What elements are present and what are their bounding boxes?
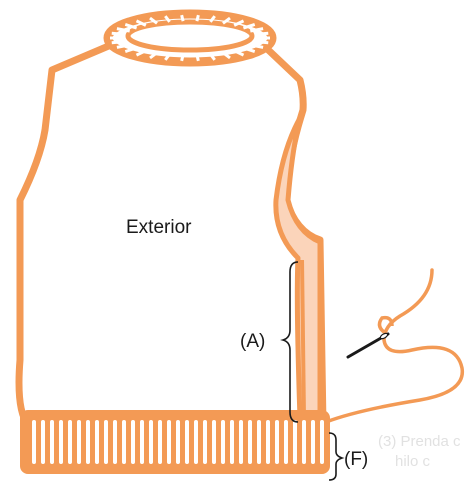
collar-rib bbox=[255, 33, 269, 34]
hem-rib bbox=[239, 420, 243, 464]
sewing-needle-icon bbox=[326, 270, 462, 422]
hem-rib bbox=[302, 420, 306, 464]
ribbing-brace bbox=[329, 433, 342, 480]
hem-rib bbox=[257, 420, 261, 464]
seam-label: (A) bbox=[240, 331, 265, 352]
hem-ribbing bbox=[22, 412, 328, 472]
bleed-text-1: (3) Prenda c bbox=[378, 433, 461, 450]
hem-rib bbox=[266, 420, 270, 464]
hem-rib bbox=[140, 420, 144, 464]
hem-rib bbox=[221, 420, 225, 464]
hem-rib bbox=[131, 420, 135, 464]
hem-rib bbox=[59, 420, 63, 464]
hem-rib bbox=[230, 420, 234, 464]
collar-rib bbox=[112, 33, 126, 34]
hem-rib bbox=[95, 420, 99, 464]
hem-rib bbox=[104, 420, 108, 464]
collar-rib bbox=[112, 42, 126, 43]
bleed-through-text: (3) Prenda c hilo c bbox=[378, 433, 461, 470]
hem-rib bbox=[275, 420, 279, 464]
hem-rib bbox=[77, 420, 81, 464]
hem-rib bbox=[320, 420, 324, 464]
hem-rib bbox=[176, 420, 180, 464]
hem-rib bbox=[284, 420, 288, 464]
ribbing-label: (F) bbox=[344, 449, 368, 470]
hem-rib bbox=[41, 420, 45, 464]
bleed-text-2: hilo c bbox=[395, 453, 431, 470]
hem-rib bbox=[194, 420, 198, 464]
hem-rib bbox=[167, 420, 171, 464]
hem-rib bbox=[293, 420, 297, 464]
hem-rib bbox=[149, 420, 153, 464]
hem-rib bbox=[203, 420, 207, 464]
thread bbox=[326, 270, 462, 422]
needle-eye bbox=[380, 332, 389, 339]
neck-ribbing bbox=[108, 14, 272, 62]
collar-rib bbox=[197, 55, 198, 61]
exterior-label: Exterior bbox=[126, 217, 192, 238]
hem-rib bbox=[158, 420, 162, 464]
hem-rib bbox=[86, 420, 90, 464]
hem-rib bbox=[50, 420, 54, 464]
collar-rib bbox=[182, 55, 183, 61]
hem-rib bbox=[68, 420, 72, 464]
hem-rib bbox=[185, 420, 189, 464]
hem-rib bbox=[122, 420, 126, 464]
collar-rib bbox=[182, 15, 183, 21]
hem-rib bbox=[311, 420, 315, 464]
hem-rib bbox=[32, 420, 36, 464]
hem-rib bbox=[113, 420, 117, 464]
collar-rib bbox=[255, 42, 269, 43]
hem-rib bbox=[248, 420, 252, 464]
collar-rib bbox=[197, 15, 198, 21]
side-seam-line bbox=[302, 260, 304, 418]
hem-rib bbox=[212, 420, 216, 464]
